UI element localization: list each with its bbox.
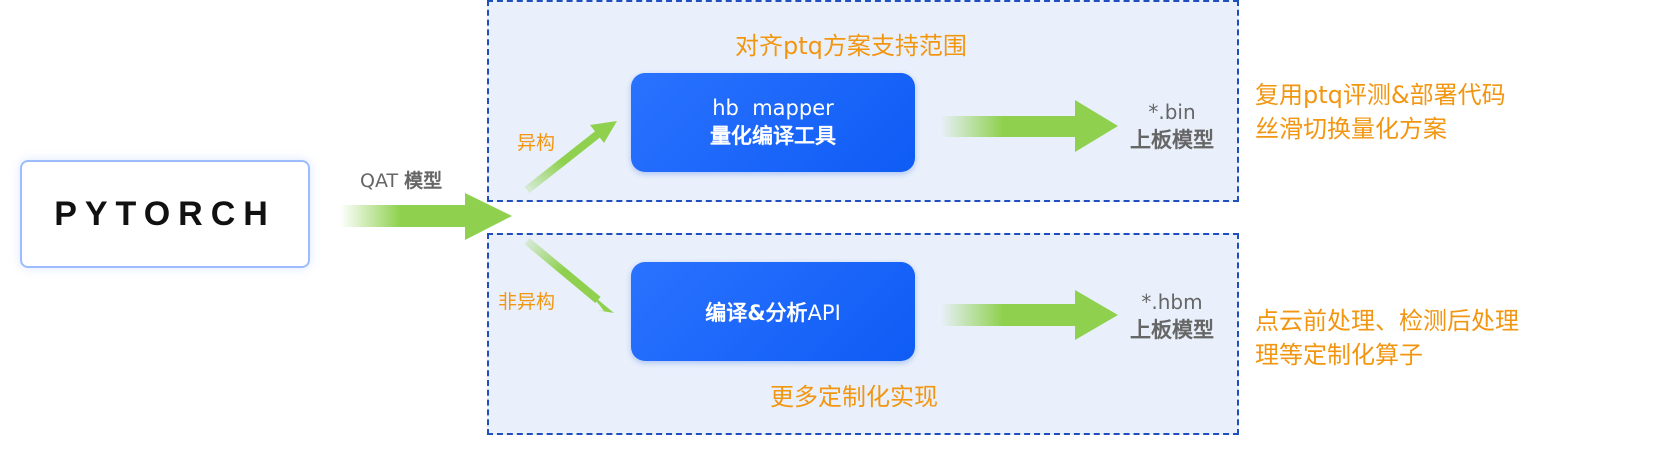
compile-analysis-api-box: 编译&分析API [631,262,915,361]
bottom-note: 点云前处理、检测后处理理等定制化算子 [1255,307,1519,369]
bottom-region-title: 更多定制化实现 [770,383,938,411]
diag-arrow-top [524,121,617,194]
bin-output: *.bin 上板模型 [1130,100,1214,152]
hbm-output: *.hbm 上板模型 [1130,290,1214,342]
quant-compile-tool-label: 量化编译工具 [710,123,836,148]
top-region-title: 对齐ptq方案支持范围 [735,32,967,60]
main-arrow [340,193,512,240]
hb-mapper-box: hb mapper 量化编译工具 [631,73,915,172]
branch-nonhetero-label: 非异构 [498,291,556,313]
hb-mapper-label: hb mapper [712,95,834,120]
branch-hetero-label: 异构 [517,132,556,154]
right-arrow-bottom [940,290,1118,340]
pytorch-logo: PYTORCH [54,194,276,233]
top-note: 复用ptq评测&部署代码丝滑切换量化方案 [1255,81,1506,143]
qat-model-label: QAT 模型 [360,170,443,192]
diag-arrow-bottom [524,237,614,313]
pytorch-box: PYTORCH [20,160,310,268]
compile-api-label: 编译&分析API [705,300,841,325]
right-arrow-top [940,100,1118,152]
